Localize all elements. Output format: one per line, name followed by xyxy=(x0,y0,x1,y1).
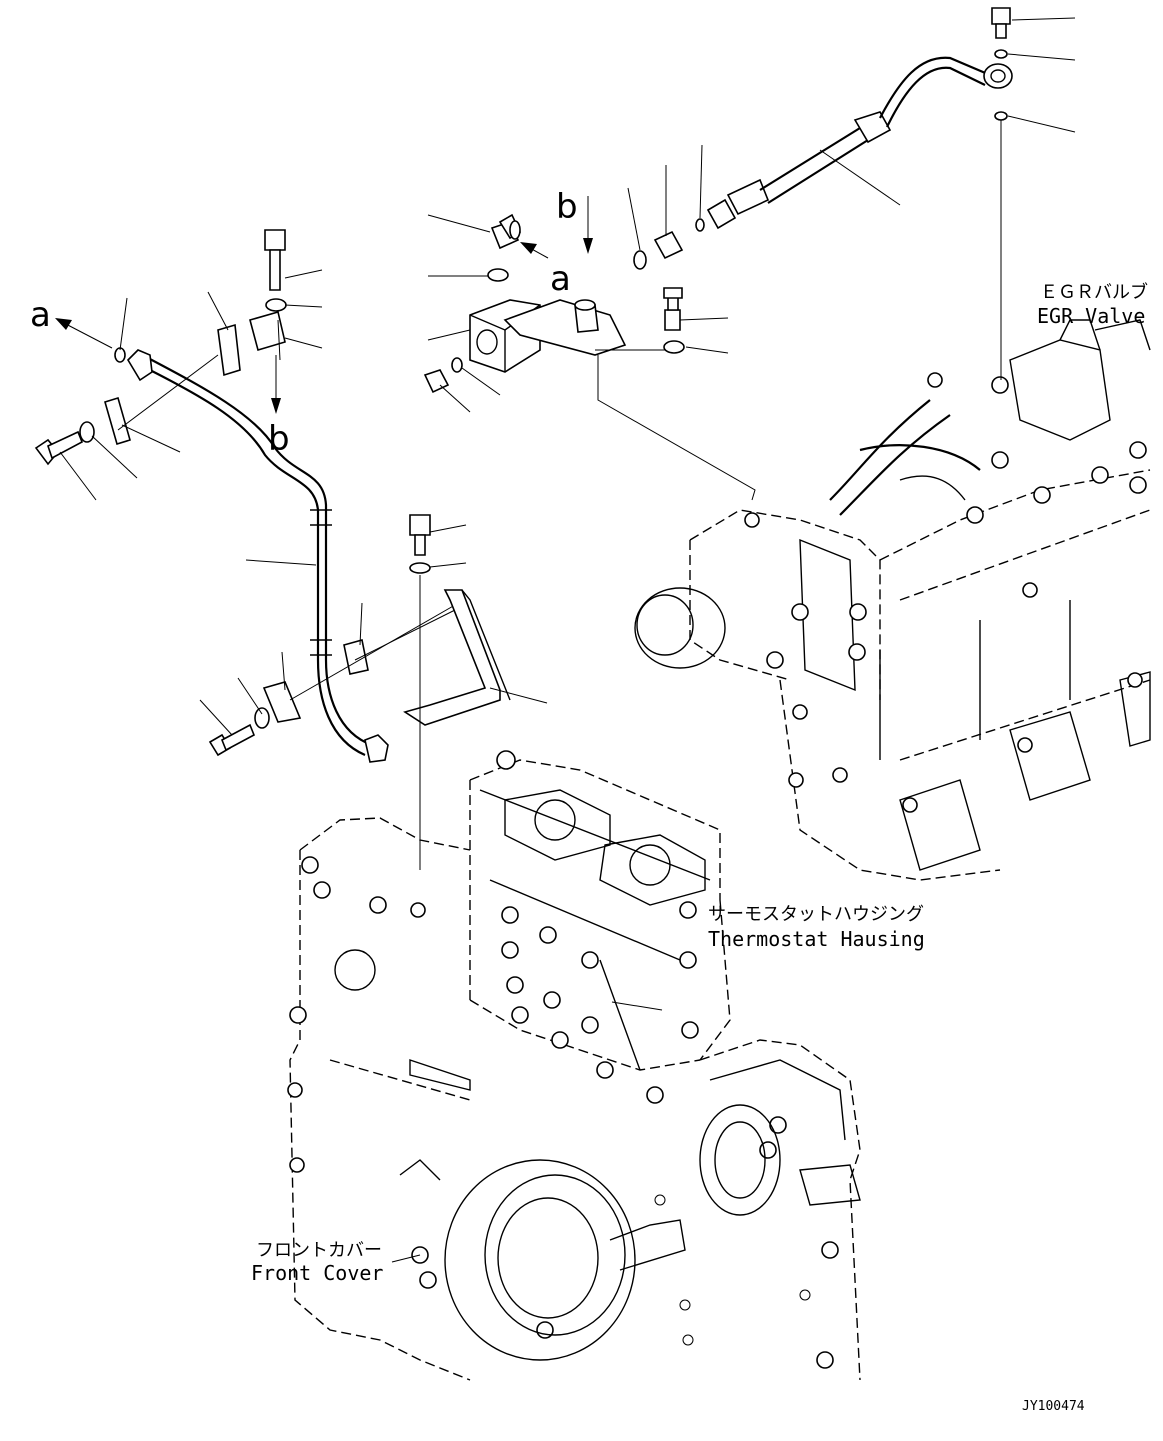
mounting-bracket xyxy=(403,514,511,870)
front-engine-block xyxy=(287,750,861,1381)
thermostat-callout: サーモスタットハウジング Thermostat Hausing xyxy=(708,904,925,951)
marker-b-top: b xyxy=(556,187,578,227)
egr-valve-body xyxy=(1009,319,1151,441)
egr-valve-callout: ＥＧＲバルブ EGR Valve xyxy=(1037,281,1148,328)
egr-valve-label-jp: ＥＧＲバルブ xyxy=(1040,281,1148,303)
egr-hose xyxy=(706,7,1013,380)
egr-valve-label-en: EGR Valve xyxy=(1037,304,1145,328)
front-cover-label-jp: フロントカバー xyxy=(256,1240,382,1261)
marker-labels: a b b a xyxy=(30,187,578,459)
marker-a-top: a xyxy=(550,259,571,299)
marker-b-left: b xyxy=(268,419,290,459)
leader-lines xyxy=(59,17,1076,1011)
block-bolts xyxy=(287,750,839,1369)
straight-connector xyxy=(633,218,705,354)
drawing-code: JY100474 xyxy=(1022,1399,1085,1414)
rear-engine-block xyxy=(634,319,1151,881)
front-cover-label-en: Front Cover xyxy=(251,1261,383,1285)
crank-pulley xyxy=(444,1159,686,1361)
reference-arrows xyxy=(55,196,593,414)
egr-connector-block xyxy=(423,299,756,501)
thermostat-label-jp: サーモスタットハウジング xyxy=(708,904,924,925)
front-cover-callout: フロントカバー Front Cover xyxy=(251,1240,421,1285)
marker-a-left: a xyxy=(30,295,51,335)
left-tube-assembly xyxy=(34,229,456,763)
elbow-fitting xyxy=(487,213,522,282)
thermostat-label-en: Thermostat Hausing xyxy=(708,927,925,951)
